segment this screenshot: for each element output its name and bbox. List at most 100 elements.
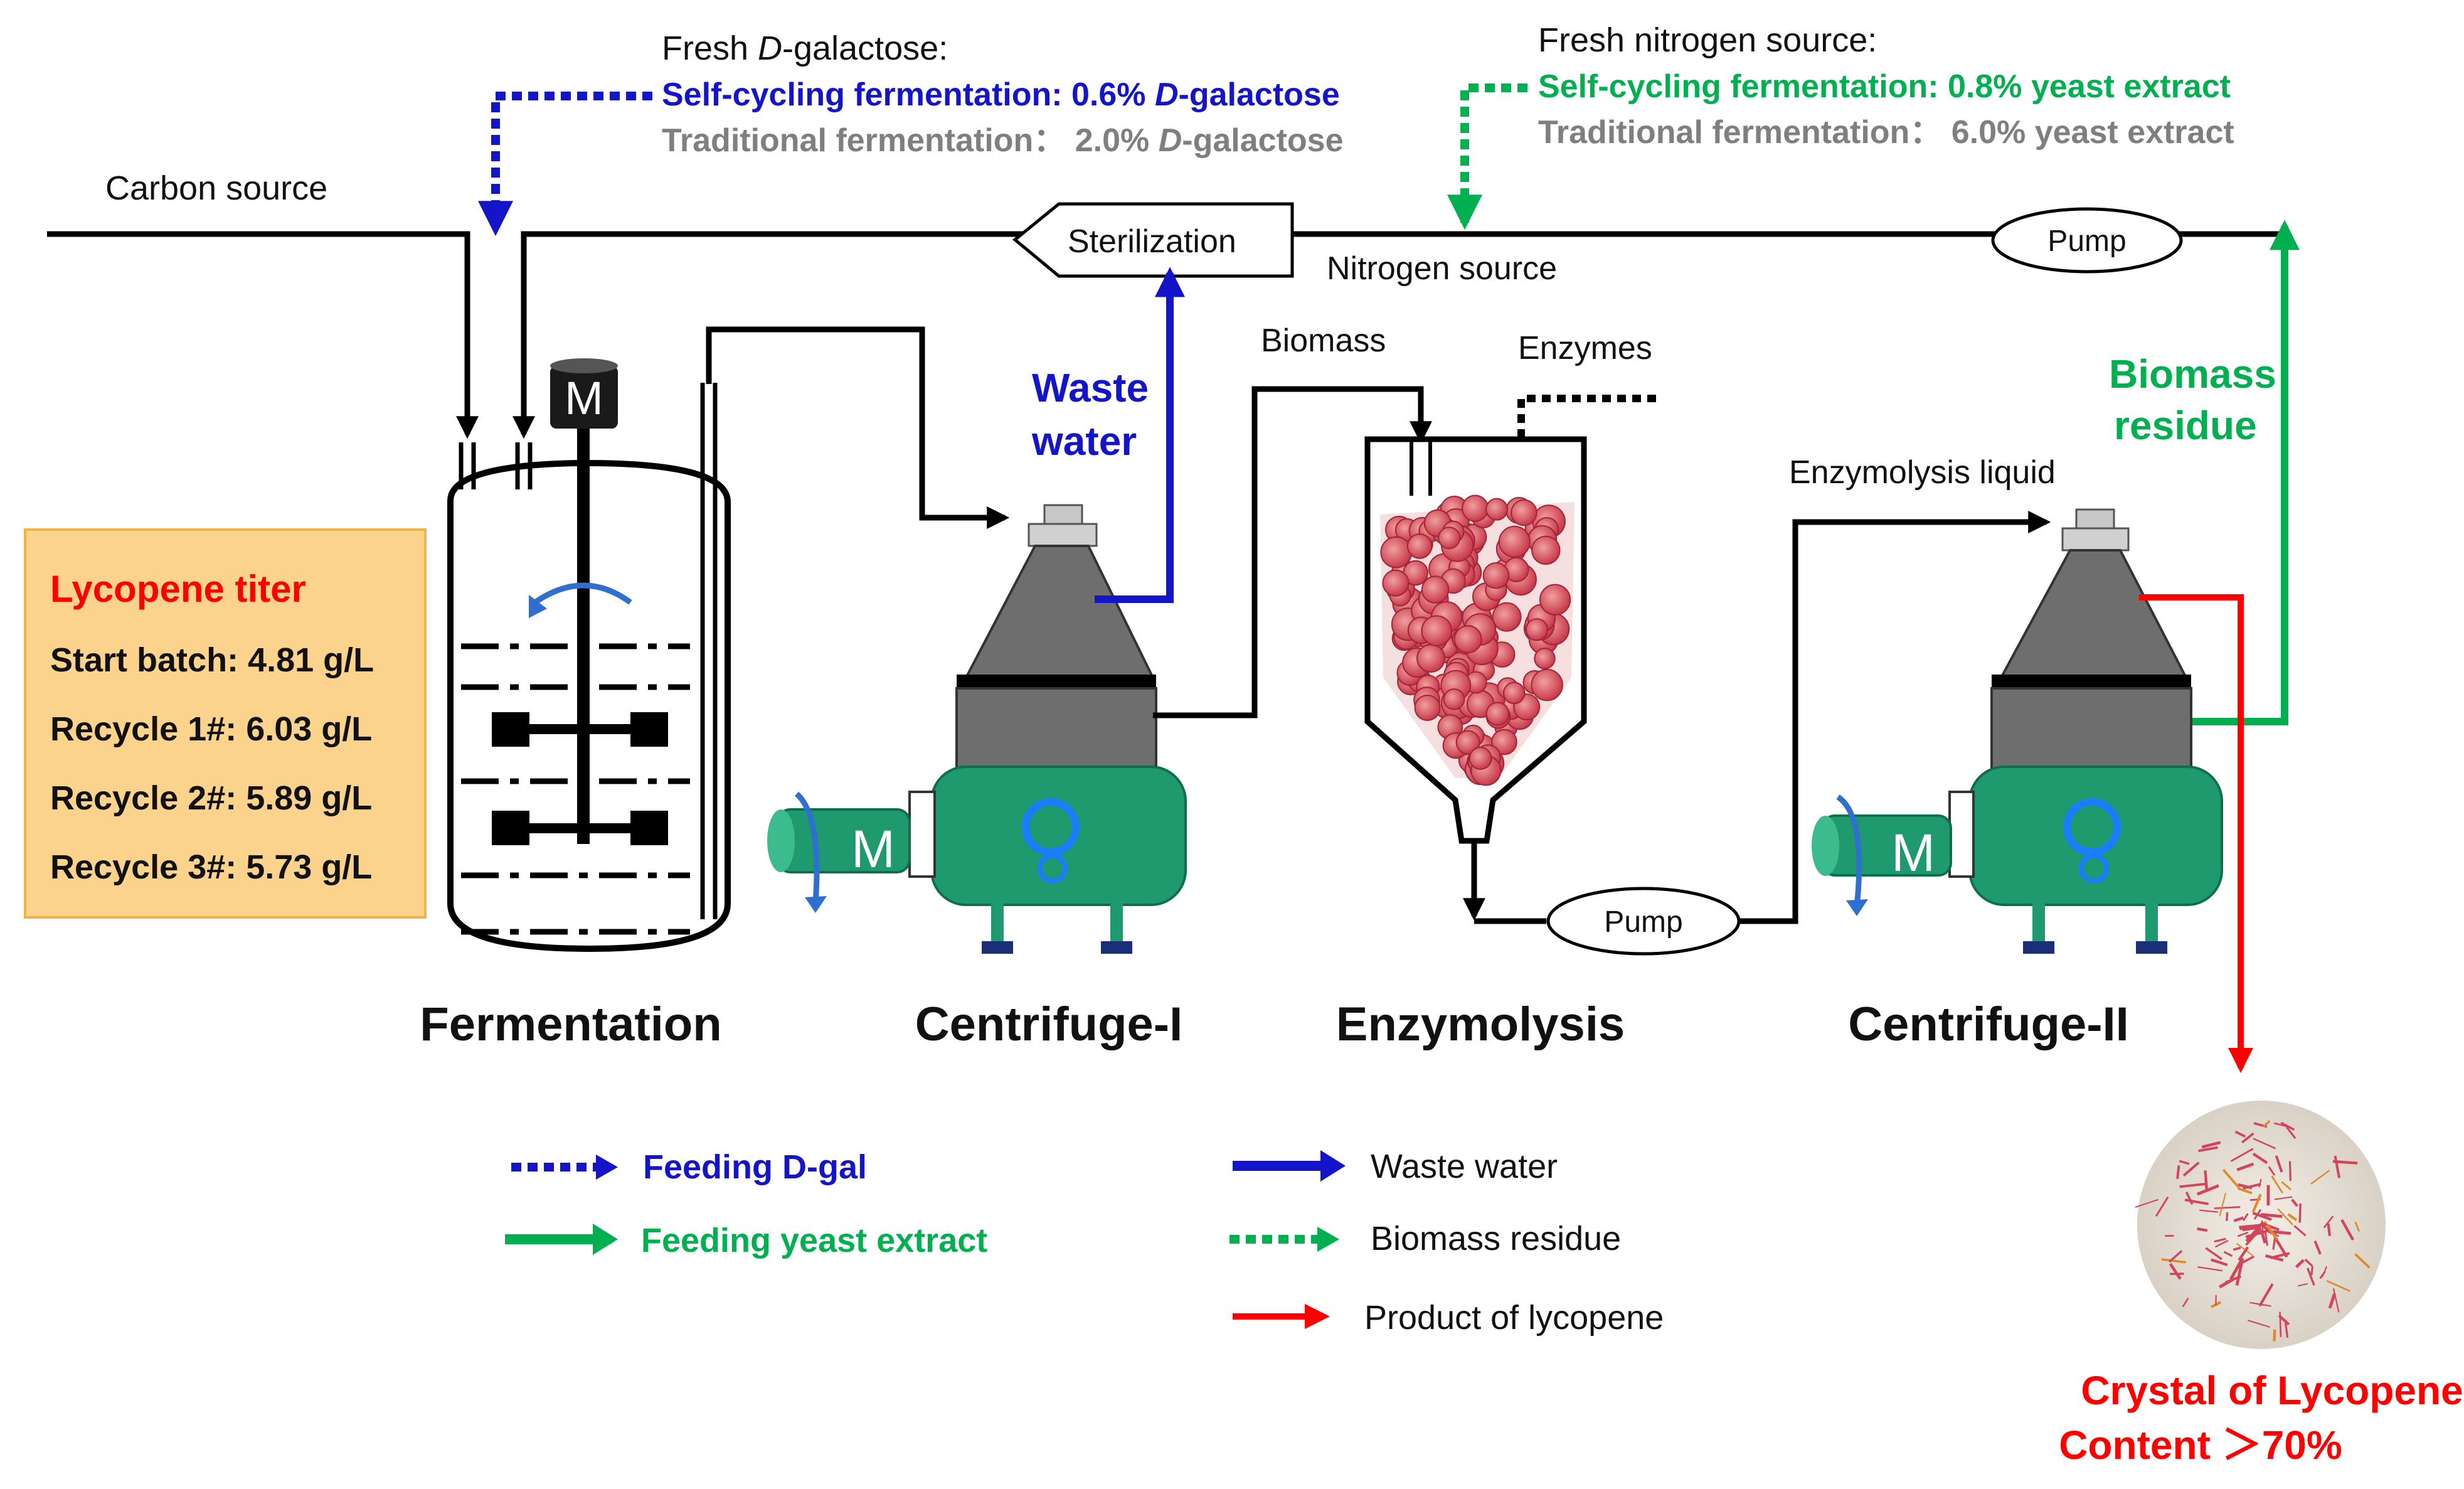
crystal-strand (2161, 1258, 2186, 1264)
biomass-residue-label-2: residue (2114, 403, 2257, 448)
crystal-strand (2263, 1119, 2271, 1128)
crystal-strand (2261, 1220, 2265, 1236)
svg-text:Traditional fermentation： 2.0%: Traditional fermentation： 2.0% D-galacto… (662, 122, 1344, 159)
crystal-strand (2239, 1223, 2262, 1230)
cell (1503, 681, 1526, 705)
crystal-strand (2198, 1146, 2218, 1153)
cell (1380, 536, 1413, 568)
legend: Feeding D-gal Feeding yeast extract Wast… (505, 1148, 1664, 1337)
cell (1382, 569, 1410, 597)
nitrogen-source-label: Nitrogen source (1327, 250, 1557, 287)
crystal-strand (2230, 1148, 2254, 1162)
lycopene-crystal-image (2135, 1101, 2386, 1349)
enzymolysis-liquid-line (1739, 511, 2051, 924)
pump-bottom: Pump (1546, 887, 1741, 956)
crystal-strand (2313, 1240, 2322, 1255)
crystal-strand (2179, 1182, 2206, 1188)
crystal-strand (2201, 1141, 2221, 1149)
legend-item-feeding-dgal: Feeding D-gal (511, 1148, 867, 1186)
crystal-strand (2155, 1196, 2169, 1217)
waste-water-line (1095, 267, 1185, 603)
cell (1526, 618, 1549, 641)
crystal-strand (2168, 1250, 2183, 1263)
motor-rotation-icon (794, 791, 820, 904)
enzymes-label: Enzymes (1518, 330, 1652, 366)
crystal-strand (2237, 1187, 2253, 1195)
fermenter-outlet-line (706, 326, 1010, 529)
crystal-strand (2238, 1246, 2249, 1261)
crystal-strand (2326, 1280, 2350, 1292)
crystal-strand (2270, 1252, 2290, 1259)
cell (1468, 747, 1492, 770)
crystal-strand (2328, 1293, 2336, 1309)
product-line (2139, 594, 2253, 1073)
crystal-strand (2252, 1152, 2268, 1165)
cell (1482, 562, 1510, 589)
crystal-strand (2182, 1161, 2200, 1177)
cell (1511, 499, 1537, 526)
crystal-strand (2266, 1224, 2278, 1241)
crystal-strand (2291, 1198, 2298, 1207)
svg-text:Pump: Pump (1604, 905, 1682, 939)
crystal-strand (2185, 1191, 2194, 1205)
stage-centrifuge-2: Centrifuge-II (1848, 998, 2129, 1051)
cell (1534, 648, 1556, 670)
nitrogen-to-fermenter-line (512, 231, 1029, 439)
cell (1539, 584, 1571, 616)
svg-text:Sterilization: Sterilization (1068, 223, 1236, 260)
crystal-strand (2268, 1166, 2276, 1176)
cell-cluster (1380, 494, 1571, 786)
crystal-strand (2310, 1170, 2330, 1185)
crystal-strand (2327, 1223, 2331, 1236)
crystal-strand (2199, 1209, 2218, 1213)
crystal-strand (2242, 1213, 2249, 1222)
crystal-strand (2304, 1258, 2313, 1267)
crystal-strand (2251, 1193, 2262, 1213)
crystal-strand (2293, 1225, 2307, 1237)
cell (1414, 695, 1441, 721)
crystal-caption-2: Content ＞70% (2059, 1422, 2342, 1468)
crystal-strand (2275, 1155, 2283, 1173)
stage-fermentation: Fermentation (420, 998, 721, 1051)
svg-text:Product of lycopene: Product of lycopene (1364, 1299, 1664, 1337)
crystal-strand (2284, 1322, 2289, 1338)
cell (1416, 644, 1445, 673)
crystal-strand (2253, 1138, 2276, 1150)
crystal-strand (2323, 1215, 2334, 1229)
crystal-strand (2332, 1160, 2358, 1165)
stage-enzymolysis: Enzymolysis (1336, 998, 1625, 1051)
crystal-strand (2274, 1196, 2293, 1200)
crystal-strand (2295, 1259, 2305, 1269)
cell (1443, 688, 1465, 710)
fresh-nitrogen-note: Fresh nitrogen source: Self-cycling ferm… (1538, 21, 2234, 151)
cell (1421, 615, 1453, 647)
crystal-strands (2135, 1119, 2371, 1342)
fermenter-motor: M (550, 358, 618, 429)
crystal-strand (2135, 1198, 2159, 1208)
crystal-strand (2274, 1122, 2292, 1129)
crystal-strand (2204, 1170, 2209, 1192)
crystal-strand (2354, 1221, 2360, 1232)
titer-row-recycle-2: Recycle 2#: 5.89 g/L (50, 779, 373, 817)
cell (1438, 526, 1461, 550)
crystal-strand (2340, 1219, 2355, 1241)
cell (1455, 730, 1480, 755)
svg-text:Feeding D-gal: Feeding D-gal (643, 1148, 867, 1186)
stage-centrifuge-1: Centrifuge-I (915, 998, 1182, 1051)
crystal-strand (2241, 1132, 2254, 1144)
crystal-strand (2297, 1283, 2308, 1287)
crystal-strand (2210, 1258, 2228, 1266)
cell (1492, 602, 1522, 632)
crystal-strand (2285, 1126, 2297, 1139)
cell (1531, 535, 1561, 565)
cell (1406, 533, 1433, 559)
svg-text:Traditional fermentation： 6.0%: Traditional fermentation： 6.0% yeast ext… (1538, 114, 2234, 151)
biomass-residue-line (2192, 220, 2300, 725)
crystal-strand (2281, 1181, 2291, 1190)
enzymolysis-tank (1364, 436, 1587, 844)
legend-item-waste-water: Waste water (1233, 1148, 1558, 1185)
crystal-strand (2248, 1320, 2270, 1328)
crystal-strand (2332, 1288, 2340, 1313)
crystal-strand (2214, 1239, 2229, 1248)
crystal-strand (2243, 1183, 2261, 1190)
